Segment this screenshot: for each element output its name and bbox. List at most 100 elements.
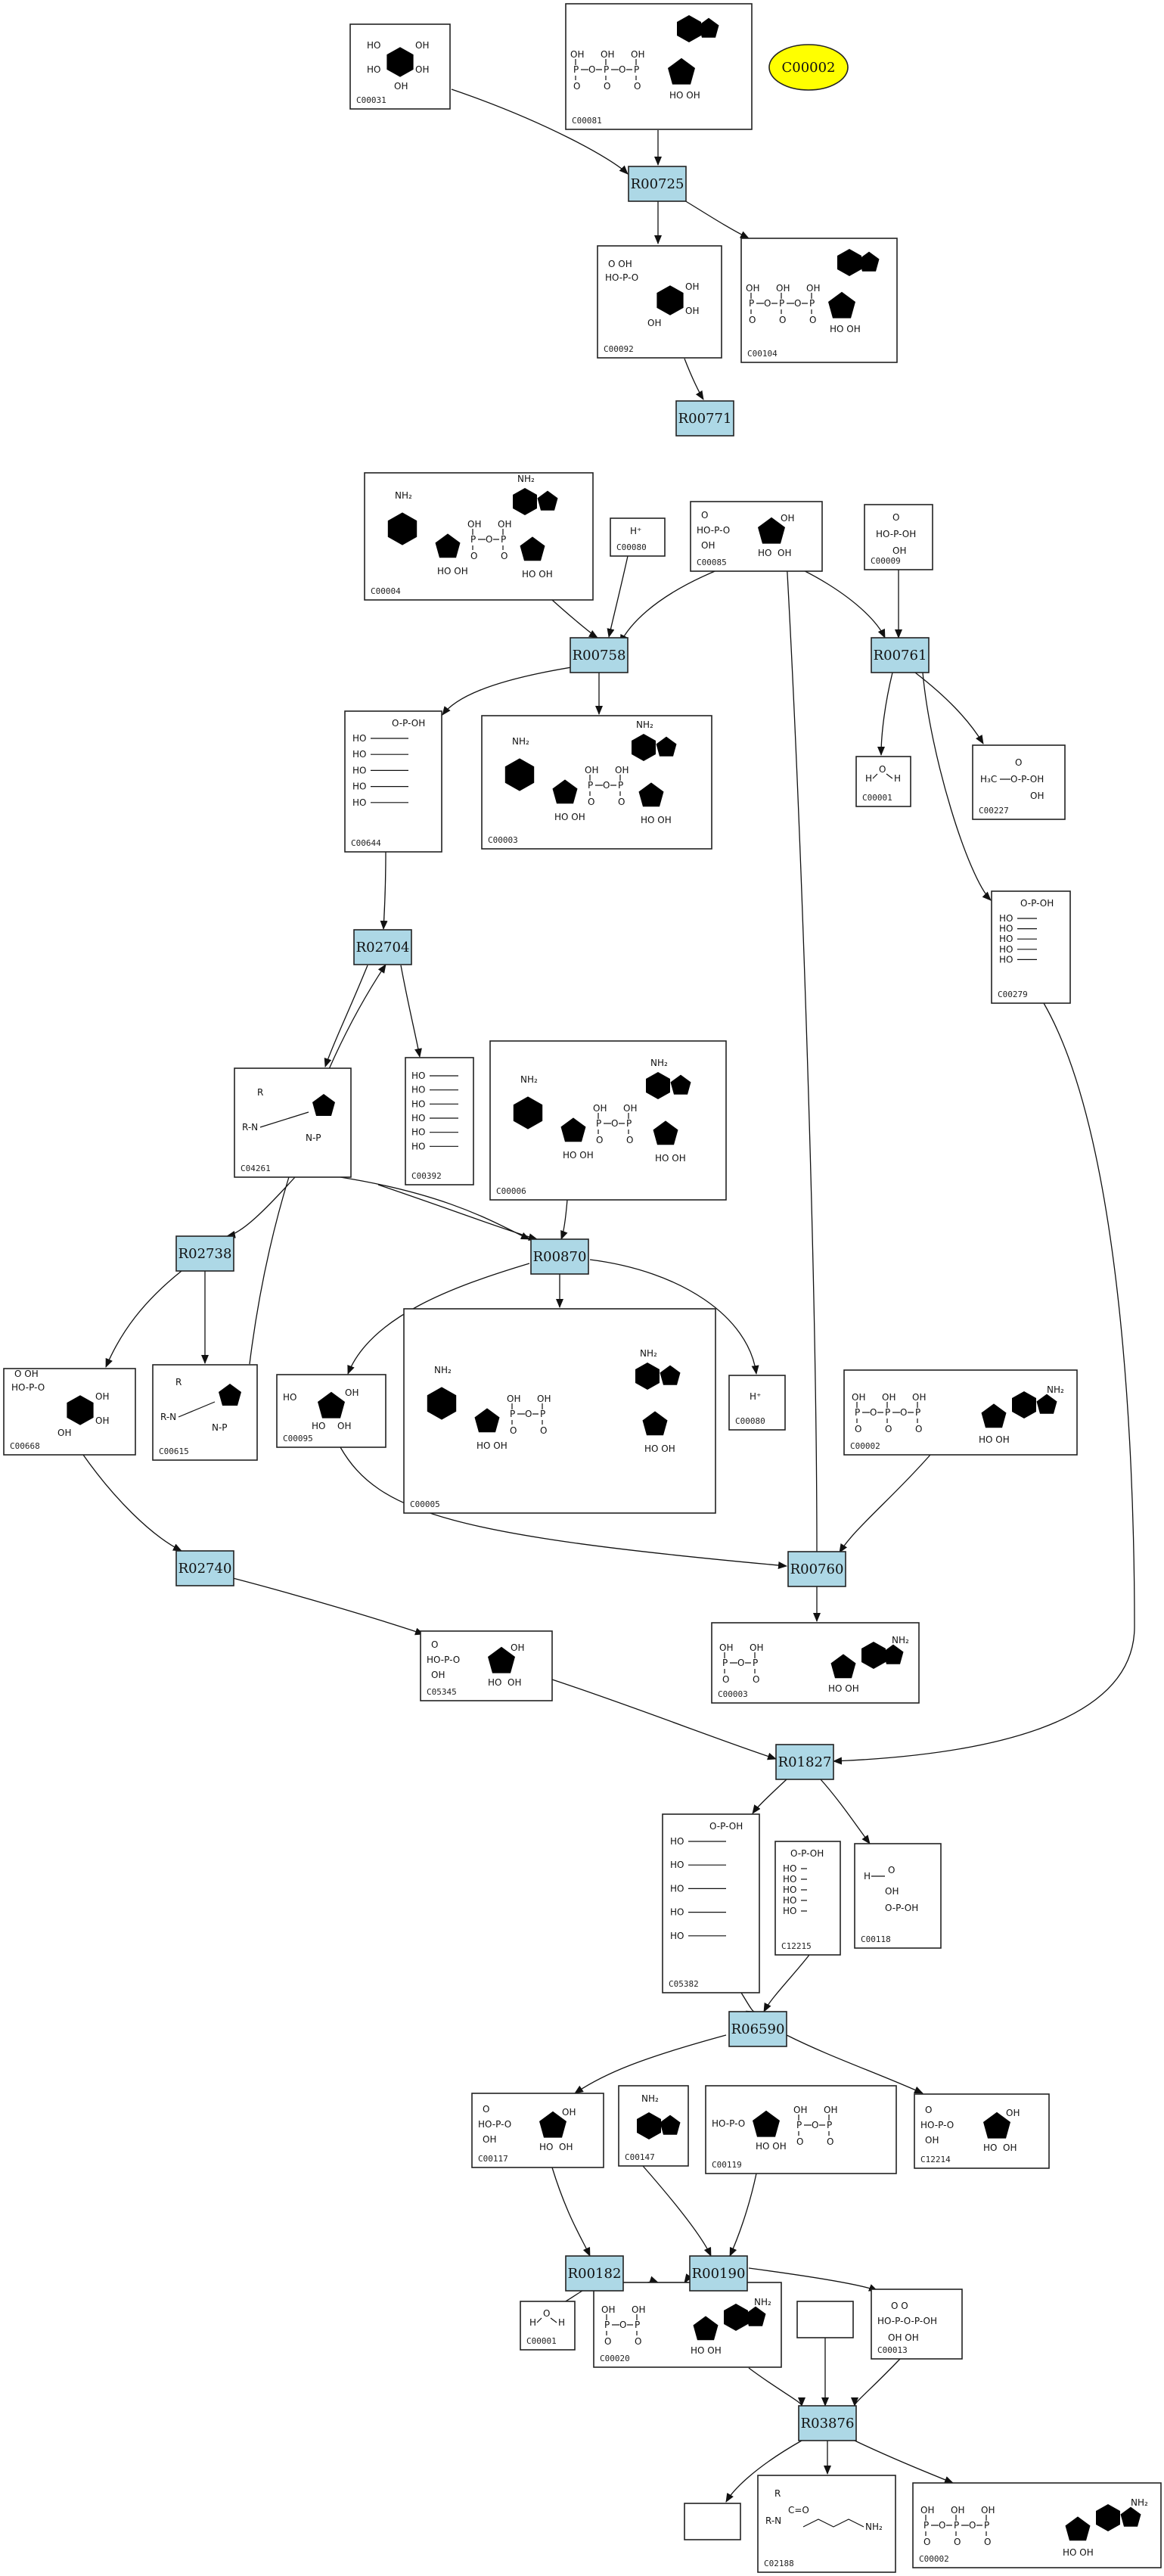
svg-text:O: O: [923, 2537, 930, 2547]
svg-text:P: P: [749, 298, 754, 309]
svg-text:P: P: [827, 2120, 832, 2130]
reaction-node[interactable]: R00182: [565, 2255, 624, 2292]
svg-text:O: O: [619, 64, 625, 75]
reaction-box: [353, 929, 412, 965]
svg-text:NH₂: NH₂: [517, 474, 535, 484]
svg-text:OH: OH: [467, 519, 481, 530]
svg-text:HO: HO: [367, 64, 380, 75]
reaction-node[interactable]: R03876: [798, 2405, 857, 2441]
svg-text:O: O: [603, 780, 610, 791]
svg-text:O: O: [737, 1658, 744, 1668]
reaction-box: [775, 1744, 834, 1780]
highlight-compound-ellipse[interactable]: C00002: [768, 44, 849, 91]
svg-text:OH: OH: [719, 1642, 733, 1653]
edge-arrow: [551, 2167, 591, 2257]
empty-compound-node[interactable]: [796, 2301, 854, 2338]
reaction-node[interactable]: R02704: [353, 929, 412, 965]
reaction-node[interactable]: R00758: [570, 637, 629, 673]
compound-id: C00104: [747, 349, 778, 359]
reaction-box: [565, 2255, 624, 2292]
svg-text:OH: OH: [593, 1103, 607, 1114]
reaction-node[interactable]: R00760: [787, 1551, 846, 1587]
empty-compound-node[interactable]: [684, 2503, 741, 2540]
svg-text:HO: HO: [670, 1836, 684, 1847]
svg-text:OH: OH: [781, 513, 794, 524]
reaction-node[interactable]: R00190: [689, 2255, 748, 2292]
svg-text:R-N: R-N: [765, 2515, 781, 2526]
compound-box: [405, 1057, 474, 1185]
reaction-node[interactable]: R00761: [871, 637, 930, 673]
svg-text:P: P: [626, 1118, 632, 1129]
reaction-node[interactable]: R02738: [175, 1235, 234, 1272]
reaction-node[interactable]: R00771: [675, 400, 734, 437]
reaction-node[interactable]: R06590: [728, 2011, 787, 2047]
compound-box: [520, 2301, 576, 2351]
svg-text:OH: OH: [824, 2105, 837, 2115]
svg-text:HO: HO: [999, 913, 1013, 924]
compound-node[interactable]: H⁺C00080: [610, 517, 666, 557]
svg-text:HO-P-O-P-OH: HO-P-O-P-OH: [877, 2316, 937, 2326]
svg-text:HO: HO: [352, 749, 366, 760]
svg-text:HO OH: HO OH: [691, 2345, 722, 2356]
structure-drawing: H⁺: [630, 526, 641, 536]
svg-text:HO: HO: [411, 1098, 425, 1109]
svg-text:O: O: [611, 1118, 618, 1129]
compound-node[interactable]: H⁺C00080: [728, 1375, 786, 1431]
svg-text:OH: OH: [95, 1391, 109, 1402]
compound-id: C00227: [979, 806, 1009, 816]
svg-text:HO: HO: [411, 1085, 425, 1095]
compound-id: C00117: [478, 2154, 508, 2164]
svg-text:HO: HO: [783, 1863, 796, 1874]
reaction-node[interactable]: R00725: [628, 166, 687, 202]
compound-box: [864, 504, 933, 570]
reaction-node[interactable]: R00870: [530, 1238, 589, 1275]
edge-arrow: [877, 672, 893, 756]
reaction-node[interactable]: R02740: [175, 1550, 234, 1586]
reaction-box: [175, 1550, 234, 1586]
compound-box: [234, 1067, 352, 1178]
svg-text:OH: OH: [562, 2107, 576, 2118]
reaction-node[interactable]: R01827: [775, 1744, 834, 1780]
svg-text:HO: HO: [999, 954, 1013, 965]
compound-id: C00009: [871, 556, 901, 566]
svg-text:O-P-OH: O-P-OH: [885, 1903, 918, 1913]
